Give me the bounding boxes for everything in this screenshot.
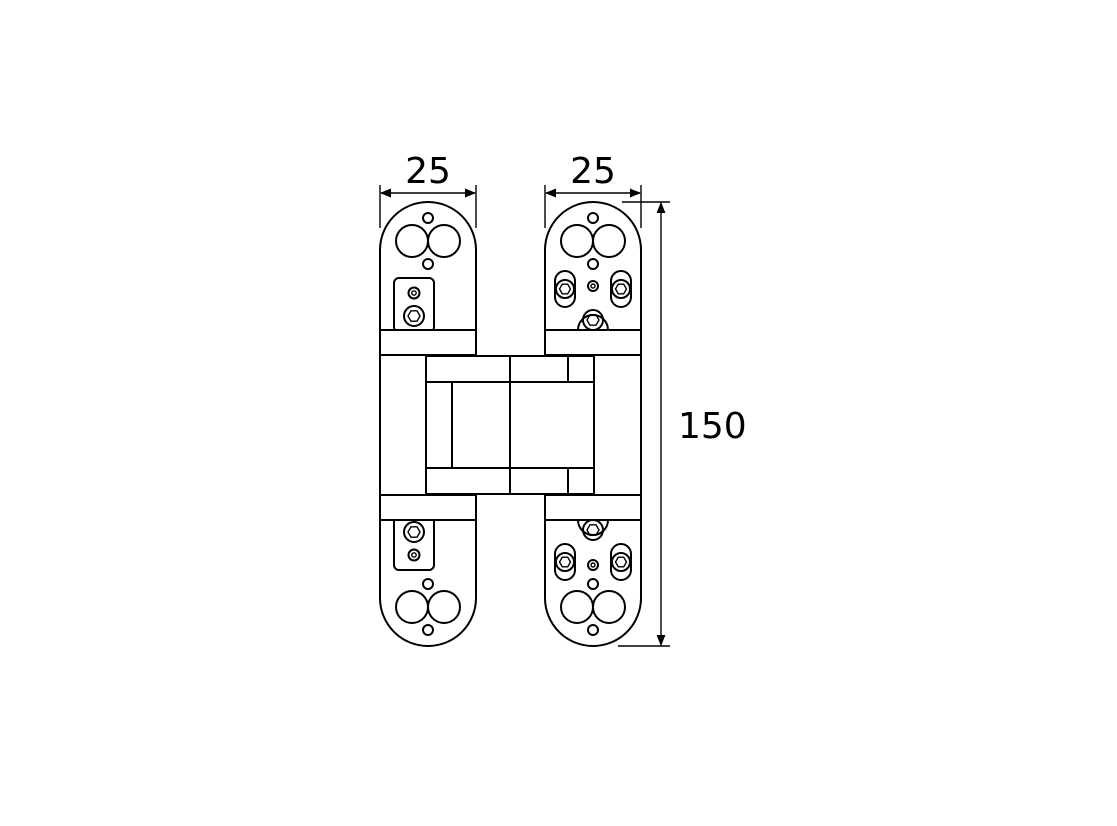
right-width-label: 25 (570, 151, 616, 192)
dimension-right-width: 25 (544, 151, 642, 228)
left-width-label: 25 (405, 151, 451, 192)
dimension-height: 150 (618, 201, 747, 647)
right-leaf (544, 201, 642, 647)
dimension-left-width: 25 (379, 151, 477, 228)
left-leaf (379, 201, 477, 647)
hinge-body (379, 329, 642, 521)
height-label: 150 (678, 406, 747, 447)
